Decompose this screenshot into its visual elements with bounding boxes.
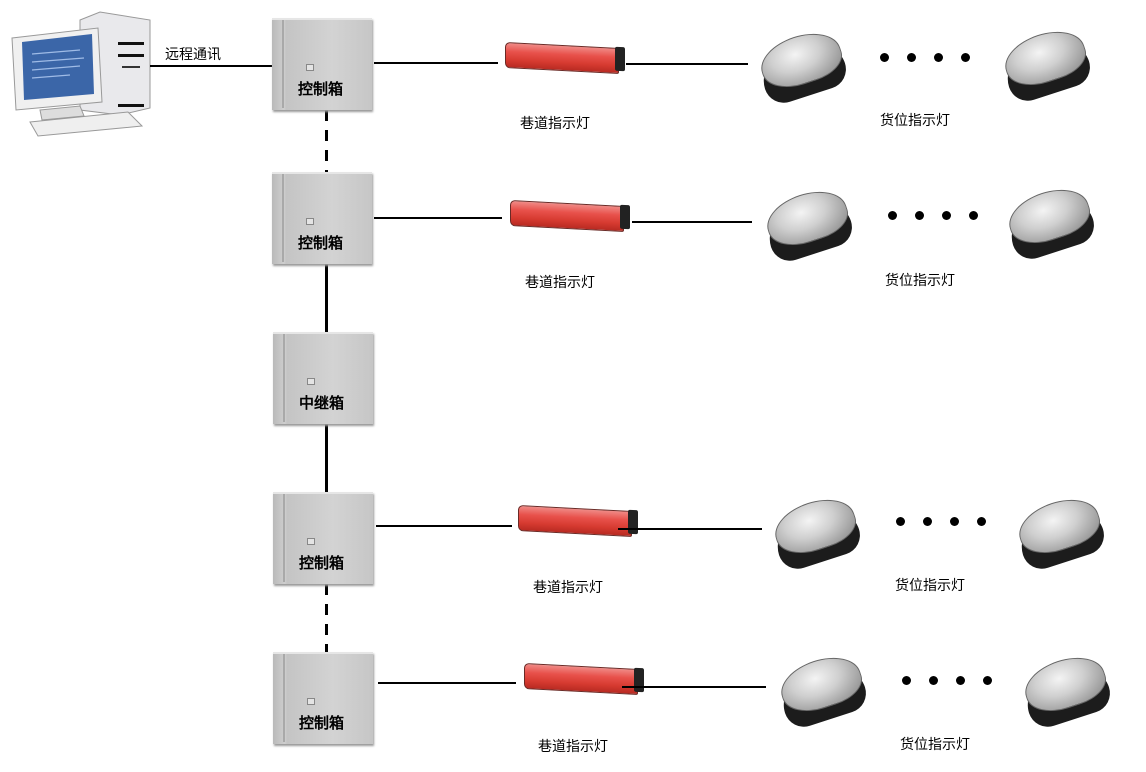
remote-communication-label: 远程通讯 [165,47,221,63]
cabinet-label: 控制箱 [299,554,345,572]
slot-indicator-light-icon [1018,648,1116,732]
link-line [622,686,766,688]
connector-4-5 [325,584,328,652]
slot-indicator-light-icon [774,648,872,732]
slot-light-label: 货位指示灯 [880,113,950,129]
slot-indicator-light-icon [1002,180,1100,264]
lane-indicator-light-icon [510,200,630,232]
cabinet-label: 控制箱 [299,714,345,732]
link-line [618,528,762,530]
link-line [626,63,748,65]
cabinet-label: 控制箱 [298,234,344,252]
lane-indicator-light-icon [524,663,644,695]
control-cabinet: 控制箱 [273,652,377,746]
remote-link-line [150,65,272,67]
slot-light-label: 货位指示灯 [885,273,955,289]
slot-indicator-light-icon [1012,490,1110,574]
ellipsis-dots [880,53,970,62]
link-line [378,682,516,684]
control-cabinet: 控制箱 [273,492,377,586]
link-line [632,221,752,223]
lane-light-label: 巷道指示灯 [520,116,590,132]
connector-2-3 [325,264,328,332]
control-cabinet: 控制箱 [272,172,376,266]
control-cabinet: 控制箱 [272,18,376,112]
lane-light-label: 巷道指示灯 [538,739,608,755]
slot-indicator-light-icon [760,182,858,266]
cabinet-label: 控制箱 [298,80,344,98]
lane-indicator-light-icon [505,42,625,74]
link-line [376,525,512,527]
cabinet-label: 中继箱 [299,394,345,412]
connector-1-2 [325,110,328,172]
slot-indicator-light-icon [754,24,852,108]
link-line [374,217,502,219]
lane-light-label: 巷道指示灯 [533,580,603,596]
connector-3-4 [325,424,328,492]
slot-light-label: 货位指示灯 [900,737,970,753]
slot-indicator-light-icon [998,22,1096,106]
ellipsis-dots [896,517,986,526]
slot-light-label: 货位指示灯 [895,578,965,594]
relay-cabinet: 中继箱 [273,332,377,426]
link-line [374,62,498,64]
slot-indicator-light-icon [768,490,866,574]
desktop-computer-icon [11,11,151,137]
lane-indicator-light-icon [518,505,638,537]
lane-light-label: 巷道指示灯 [525,275,595,291]
ellipsis-dots [902,676,992,685]
ellipsis-dots [888,211,978,220]
